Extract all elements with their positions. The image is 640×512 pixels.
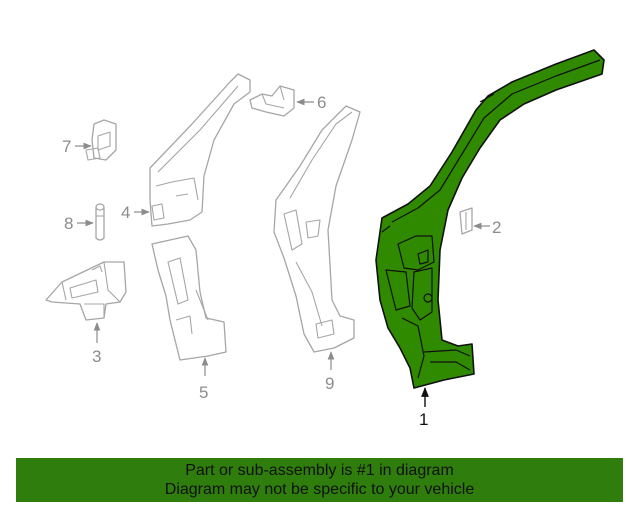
callout-6: 6 bbox=[296, 93, 326, 112]
callout-4: 4 bbox=[121, 203, 150, 222]
callout-9: 9 bbox=[325, 351, 334, 393]
callout-7: 7 bbox=[62, 137, 92, 156]
callout-1-label: 1 bbox=[419, 410, 428, 429]
callout-9-label: 9 bbox=[325, 374, 334, 393]
callout-8-label: 8 bbox=[64, 214, 73, 233]
part-1-pillar-assembly[interactable] bbox=[375, 49, 605, 389]
info-banner: Part or sub-assembly is #1 in diagram Di… bbox=[16, 458, 623, 502]
callout-1: 1 bbox=[419, 387, 429, 429]
part-3-bracket[interactable] bbox=[45, 261, 127, 321]
callout-2: 2 bbox=[473, 218, 501, 237]
callout-8: 8 bbox=[64, 214, 94, 233]
banner-line-1: Part or sub-assembly is #1 in diagram bbox=[185, 462, 454, 479]
part-4-pillar-inner[interactable] bbox=[149, 73, 251, 227]
callout-3: 3 bbox=[92, 322, 101, 366]
part-7-bracket[interactable] bbox=[85, 119, 117, 161]
callout-5-label: 5 bbox=[199, 383, 208, 402]
callout-6-label: 6 bbox=[317, 93, 326, 112]
banner-line-2: Diagram may not be specific to your vehi… bbox=[164, 481, 475, 498]
callout-7-label: 7 bbox=[62, 137, 71, 156]
part-6-gusset[interactable] bbox=[249, 85, 295, 117]
part-8-stud[interactable] bbox=[95, 203, 105, 241]
part-5-lower-panel[interactable] bbox=[151, 235, 227, 361]
part-9-reinforcement[interactable] bbox=[273, 105, 361, 353]
callout-3-label: 3 bbox=[92, 347, 101, 366]
part-2-pad[interactable] bbox=[459, 207, 473, 235]
callout-2-label: 2 bbox=[492, 218, 501, 237]
callout-4-label: 4 bbox=[121, 203, 130, 222]
callout-5: 5 bbox=[199, 357, 208, 402]
